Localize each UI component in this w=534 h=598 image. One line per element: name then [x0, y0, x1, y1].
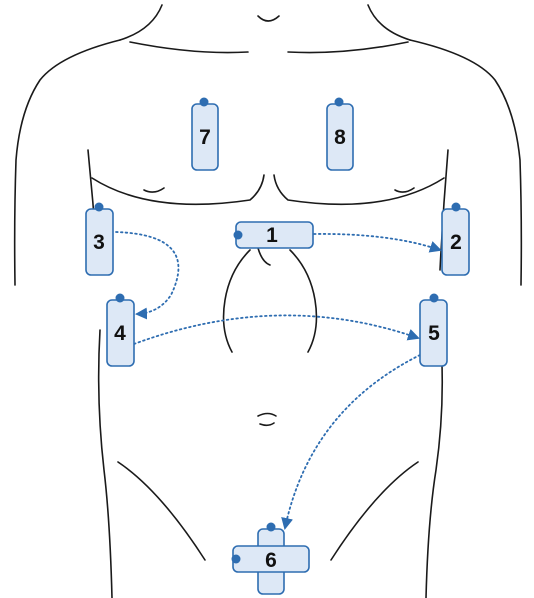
- pad-label: 5: [428, 322, 440, 345]
- connector-dot: [116, 294, 125, 303]
- pad-label: 6: [265, 549, 277, 572]
- electrode-pad-8: 8: [327, 98, 353, 171]
- connector-dot: [452, 203, 461, 212]
- neck-line-right: [368, 5, 410, 40]
- pad-label: 7: [199, 126, 211, 149]
- nipple-right: [395, 188, 414, 192]
- connector-dot-top: [267, 523, 276, 532]
- electrode-pad-3: 3: [86, 203, 113, 276]
- electrode-pad-2: 2: [442, 203, 469, 276]
- pad-label: 4: [114, 322, 126, 345]
- electrode-pad-4: 4: [107, 294, 134, 367]
- pectoral-left: [92, 175, 264, 204]
- electrode-pad-6: 6: [232, 523, 310, 595]
- clavicle-right: [288, 42, 408, 53]
- hip-line-left: [118, 462, 205, 560]
- pectoral-right: [274, 175, 444, 204]
- pad-label: 8: [334, 126, 346, 149]
- neck-line-left: [120, 5, 162, 40]
- navel-bottom: [260, 423, 274, 425]
- electrode-pad-5: 5: [420, 294, 447, 367]
- arrow-1-to-2: [314, 234, 440, 250]
- connector-dot: [234, 231, 243, 240]
- connector-dot: [335, 98, 344, 107]
- pad-label: 1: [266, 224, 278, 247]
- ribcage-rib-left: [258, 248, 270, 265]
- pad-label: 2: [450, 231, 462, 254]
- ribcage-right: [290, 250, 316, 352]
- arrow-5-to-6: [285, 355, 420, 528]
- electrode-pad-7: 7: [192, 98, 218, 171]
- connector-dot: [95, 203, 104, 212]
- waist-right: [426, 330, 442, 598]
- arrow-4-to-5: [134, 315, 418, 344]
- connector-dot: [430, 294, 439, 303]
- electrode-pads: 7 8 1 3 2 4 5: [86, 98, 469, 595]
- electrode-pad-1: 1: [234, 222, 314, 248]
- hip-line-right: [331, 462, 418, 560]
- connector-dot: [200, 98, 209, 107]
- navel-top: [258, 414, 276, 417]
- nipple-left: [144, 188, 164, 192]
- pad-label: 3: [93, 231, 105, 254]
- waist-left: [99, 330, 112, 598]
- clavicle-left: [130, 42, 248, 53]
- ribcage-left: [224, 250, 250, 352]
- clavicle-notch: [258, 16, 279, 21]
- connector-dot-left: [232, 555, 241, 564]
